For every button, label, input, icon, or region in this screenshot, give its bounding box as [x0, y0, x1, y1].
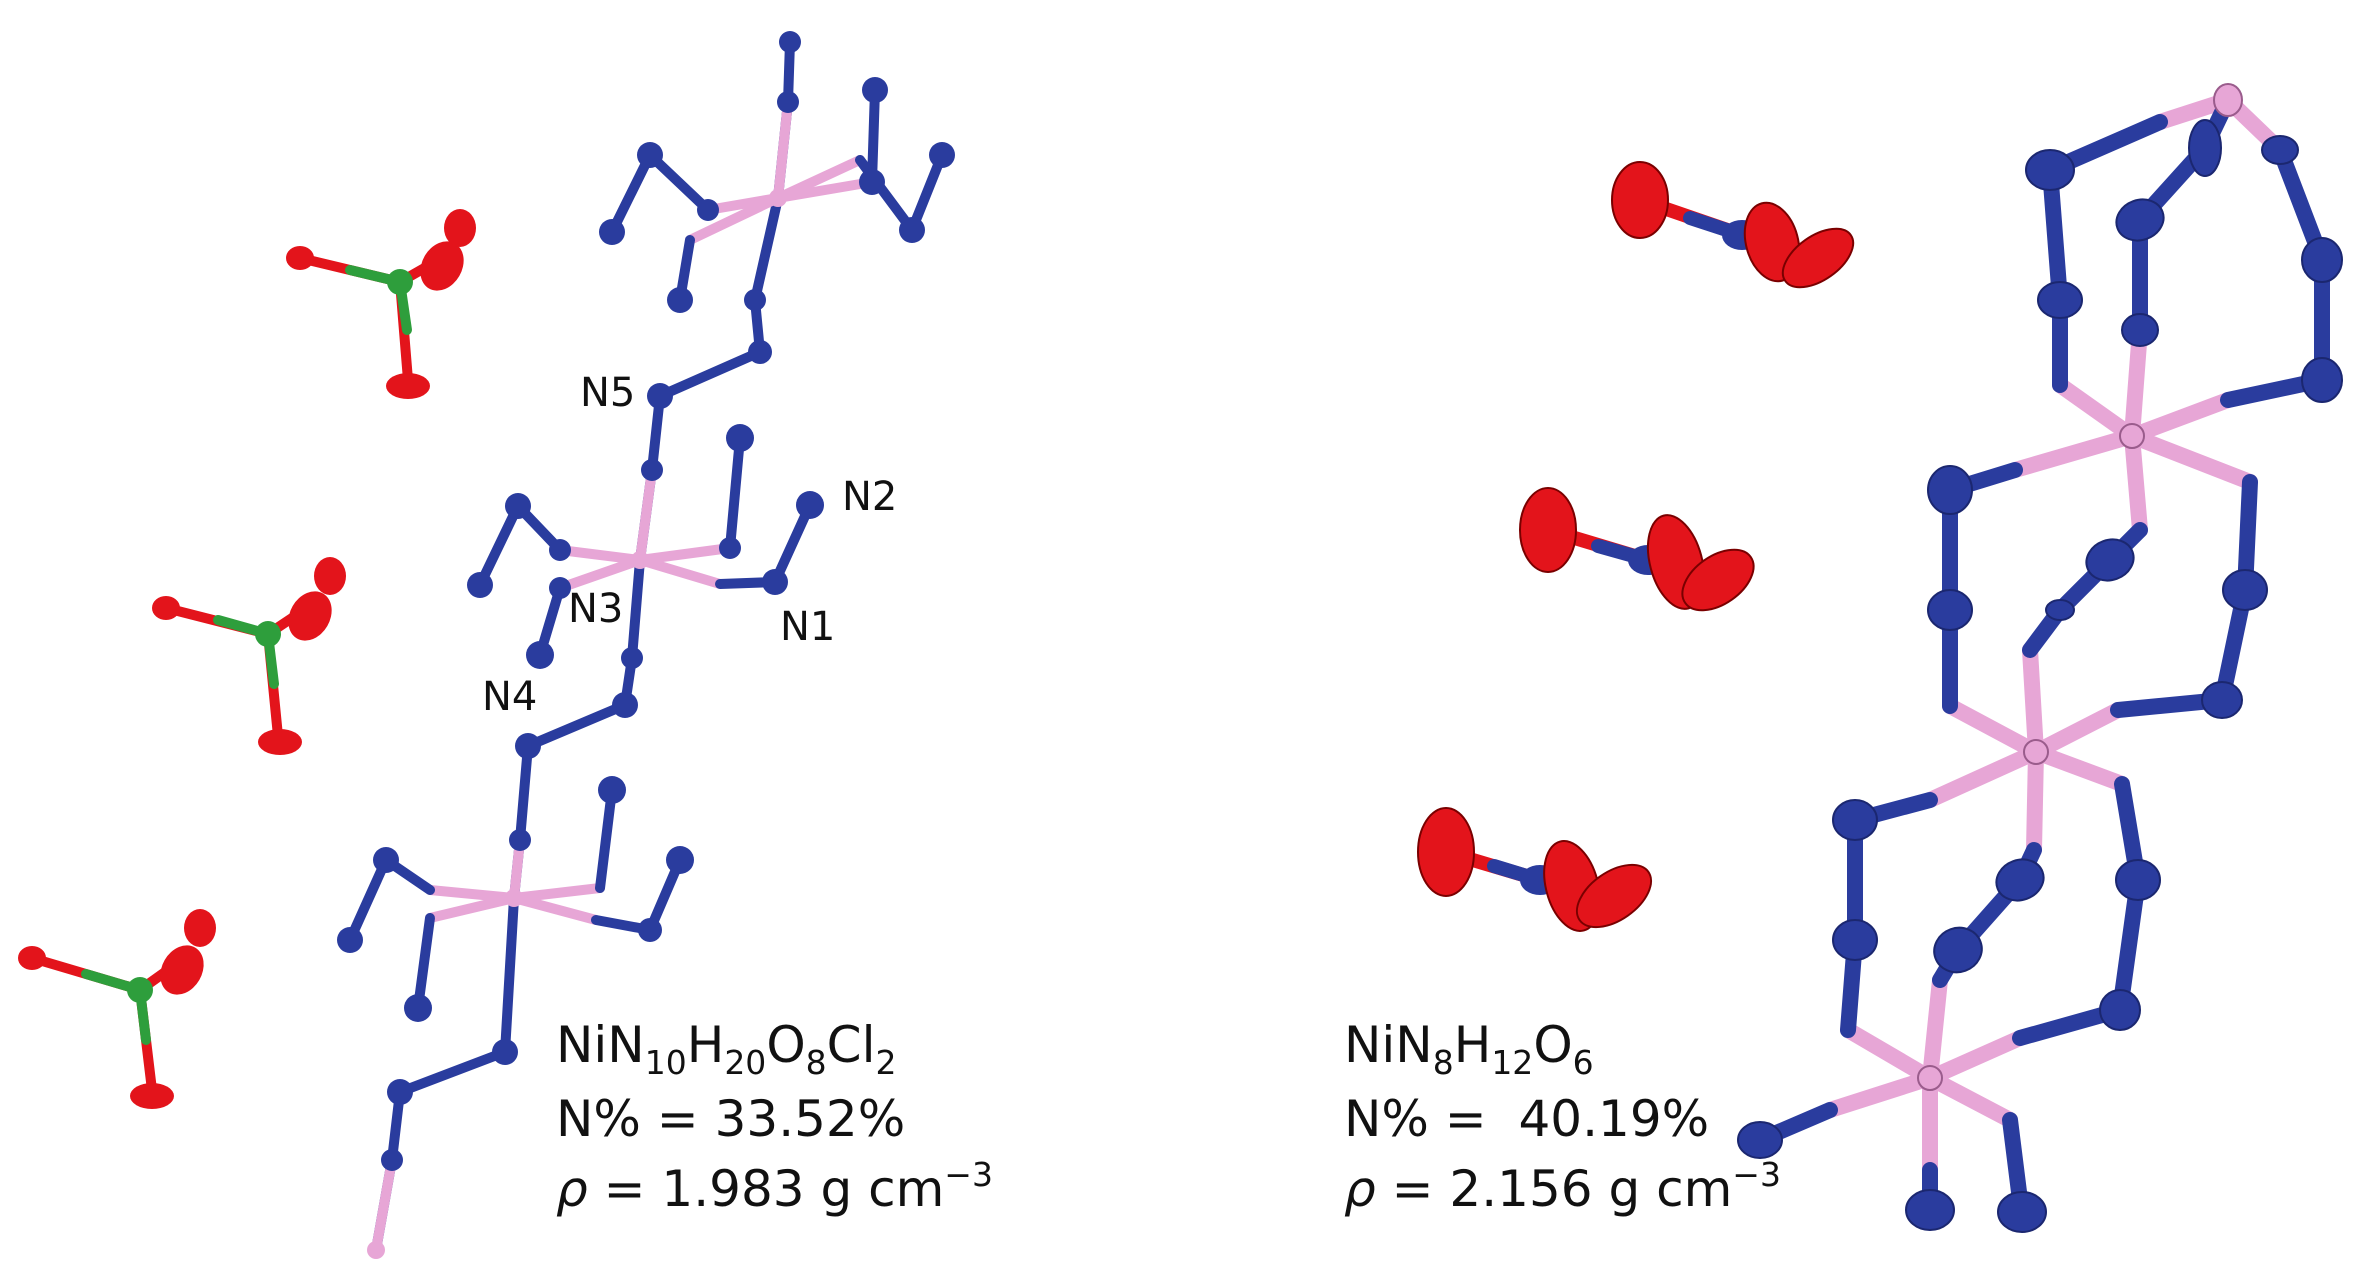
right-density: ρ = 2.156 g cm−3 [1344, 1155, 1781, 1218]
right-nickel-atoms [1917, 83, 2243, 1091]
label-n5: N5 [580, 370, 635, 416]
label-n3: N3 [568, 586, 623, 632]
left-properties: NiN10H20O8Cl2 N% = 33.52% ρ = 1.983 g cm… [556, 1016, 993, 1218]
right-properties: NiN8H12O6 N% = 40.19% ρ = 2.156 g cm−3 [1344, 1016, 1781, 1218]
left-density: ρ = 1.983 g cm−3 [556, 1155, 993, 1218]
left-nickel-atoms [367, 189, 787, 1259]
label-n4: N4 [482, 674, 537, 720]
right-nitrogen-content: N% = 40.19% [1344, 1090, 1709, 1148]
left-nitrogen-content: N% = 33.52% [556, 1090, 905, 1148]
perchlorate-anion-3 [18, 909, 216, 1109]
right-formula: NiN8H12O6 [1344, 1016, 1594, 1082]
nitrate-anions [1417, 161, 1855, 932]
left-atoms [337, 31, 955, 1171]
nitrate-anion-3 [1417, 807, 1653, 932]
nitrate-anion-1 [1611, 161, 1855, 289]
label-n1: N1 [780, 604, 835, 650]
label-n2: N2 [842, 474, 897, 520]
right-structure: NiN8H12O6 N% = 40.19% ρ = 2.156 g cm−3 [1344, 83, 2343, 1233]
perchlorate-anion-1 [286, 209, 476, 399]
perchlorate-anion-2 [152, 557, 346, 755]
left-formula: NiN10H20O8Cl2 [556, 1016, 896, 1082]
nitrate-anion-2 [1519, 487, 1755, 612]
left-structure: N5 N2 N3 N1 N4 NiN10H20O8Cl2 N% = 33.52%… [18, 31, 993, 1259]
right-atoms [1737, 119, 2343, 1233]
perchlorate-anions [18, 209, 476, 1109]
